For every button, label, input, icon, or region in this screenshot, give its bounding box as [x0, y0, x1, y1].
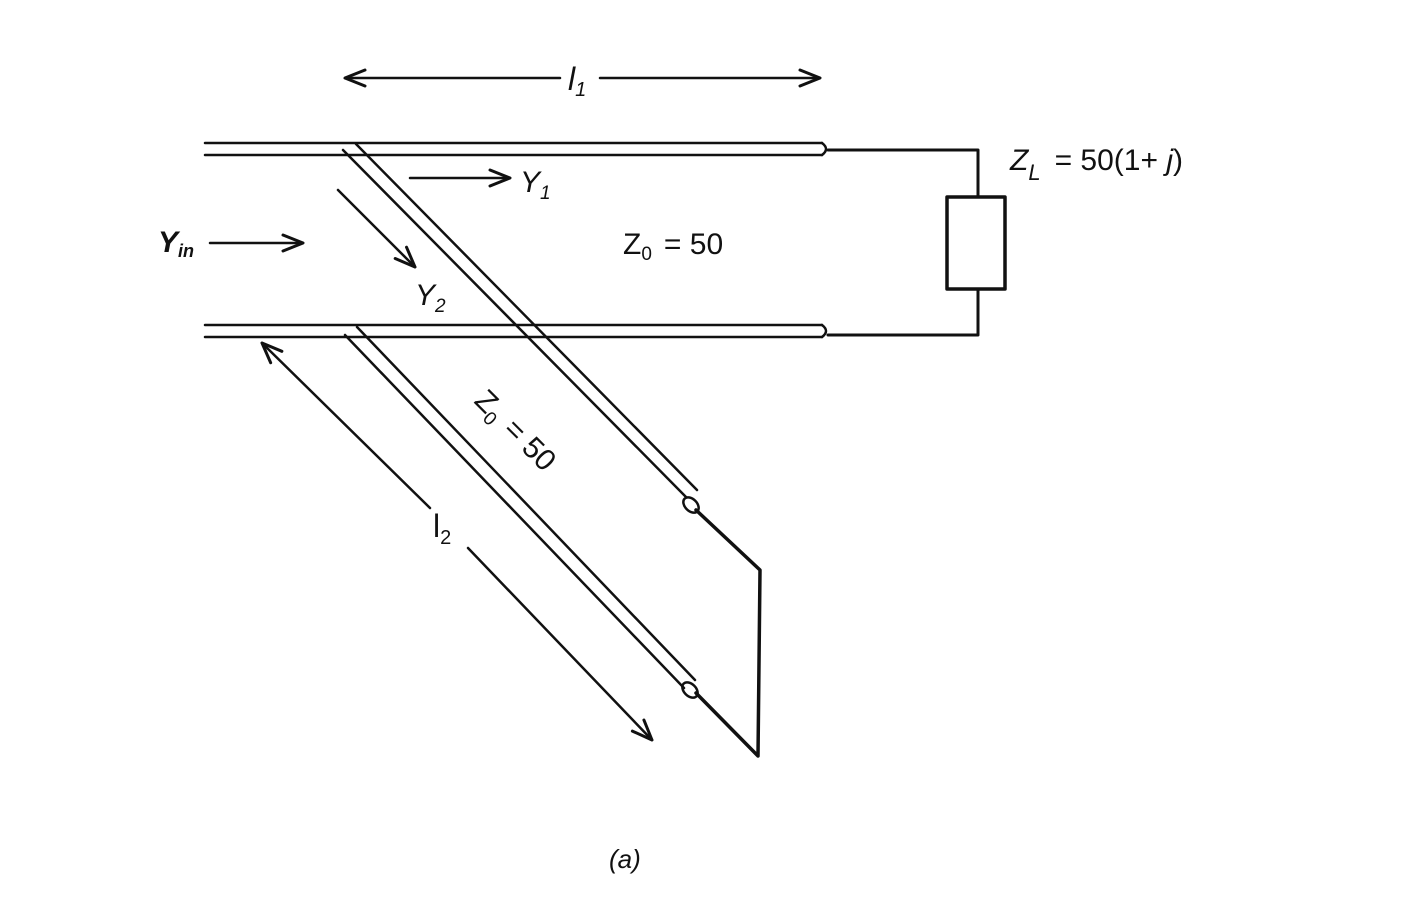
zl-label: ZL= 50(1+ j): [1009, 144, 1183, 185]
load-circuit: [826, 148, 1007, 337]
l2-dimension: [260, 341, 654, 742]
stub-lower-end-cap: [681, 681, 699, 699]
z0-main-label: Z0= 50: [623, 228, 723, 265]
stub-short-circuit: [694, 508, 762, 758]
main-bottom-end-cap: [820, 323, 828, 339]
y1-label: Y1: [520, 166, 551, 204]
l1-label: l1: [568, 61, 586, 101]
y2-label: Y2: [415, 279, 446, 317]
l2-label: l2: [433, 508, 451, 549]
load-resistor: [945, 195, 1007, 291]
main-line-bottom: [203, 323, 828, 339]
stub-line-lower: [343, 325, 699, 699]
stub-line-upper: [341, 142, 700, 514]
main-line-top: [203, 141, 828, 157]
y2-arrow: [336, 188, 417, 269]
main-top-end-cap: [820, 141, 828, 157]
figure-caption: (a): [609, 844, 641, 874]
z0-stub-label: Z0= 50: [465, 384, 562, 481]
y-in-label: Yin: [158, 226, 194, 261]
